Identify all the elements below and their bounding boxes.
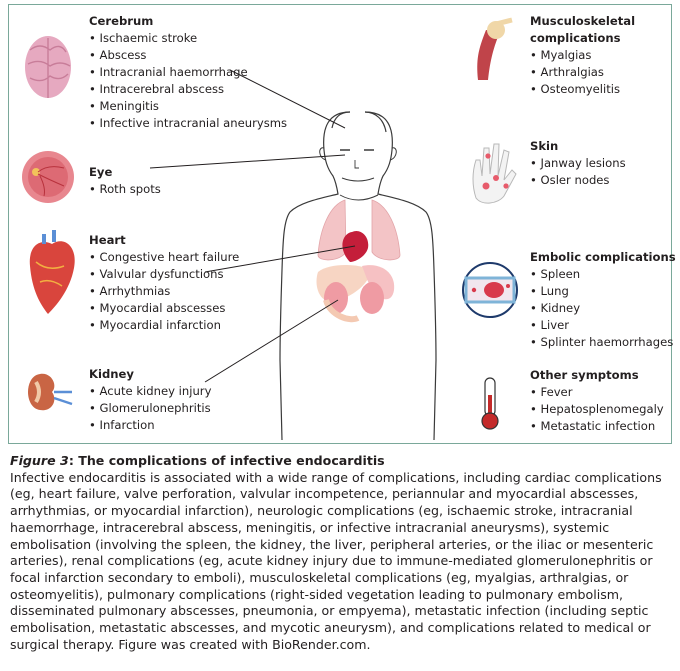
embolic-item: Liver: [530, 317, 676, 334]
skin-section: Skin Janway lesions Osler nodes: [530, 138, 626, 189]
skin-item: Osler nodes: [530, 172, 626, 189]
eye-section: Eye Roth spots: [89, 164, 161, 198]
hand-skin-icon: [472, 143, 517, 204]
heart-section: Heart Congestive heart failure Valvular …: [89, 232, 239, 334]
embolic-section: Embolic complications Spleen Lung Kidney…: [530, 249, 676, 351]
embolic-item: Lung: [530, 283, 676, 300]
other-symptoms-section: Other symptoms Fever Hepatosplenomegaly …: [530, 367, 664, 435]
heart-item: Congestive heart failure: [89, 249, 240, 266]
cerebrum-title: Cerebrum: [89, 14, 154, 28]
heart-item: Myocardial abscesses: [89, 300, 239, 317]
human-body-figure: [279, 111, 437, 441]
embolic-item: Kidney: [530, 300, 676, 317]
musculoskeletal-title-line2: complications: [530, 31, 621, 45]
eye-title: Eye: [89, 165, 113, 179]
heart-icon: [29, 230, 75, 314]
cerebrum-item: Ischaemic stroke: [89, 30, 287, 47]
cerebrum-item: Intracerebral abscess: [89, 81, 287, 98]
musculoskeletal-title-line1: Musculoskeletal: [530, 14, 636, 28]
caption-figure-label: Figure 3: [10, 453, 69, 468]
brain-icon: [25, 36, 71, 98]
figure-frame: [8, 4, 672, 444]
other-symptoms-item: Metastatic infection: [530, 418, 664, 435]
musculoskeletal-item: Arthralgias: [530, 64, 635, 81]
cerebrum-item: Meningitis: [89, 98, 287, 115]
cerebrum-section: Cerebrum Ischaemic stroke Abscess Intrac…: [89, 13, 287, 132]
heart-item: Myocardial infarction: [89, 317, 239, 334]
embolic-item: Spleen: [530, 266, 676, 283]
eye-item: Roth spots: [89, 181, 161, 198]
caption-title: Figure 3: The complications of infective…: [10, 453, 672, 470]
kidney-item: Infarction: [89, 417, 211, 434]
skin-title: Skin: [530, 139, 559, 153]
other-symptoms-title: Other symptoms: [530, 368, 639, 382]
other-symptoms-item: Fever: [530, 384, 664, 401]
heart-item: Valvular dysfunctions: [89, 266, 239, 283]
kidney-item: Acute kidney injury: [89, 383, 212, 400]
embolic-item: Splinter haemorrhages: [530, 334, 676, 351]
musculoskeletal-item: Osteomyelitis: [530, 81, 635, 98]
cerebrum-item: Infective intracranial aneurysms: [89, 115, 288, 132]
kidney-section: Kidney Acute kidney injury Glomeruloneph…: [89, 366, 211, 434]
caption-body: Infective endocarditis is associated wit…: [10, 469, 662, 652]
heart-item: Arrhythmias: [89, 283, 239, 300]
kidney-icon: [28, 373, 73, 411]
figure-illustration: [22, 17, 518, 441]
other-symptoms-item: Hepatosplenomegaly: [530, 401, 664, 418]
shoulder-muscle-icon: [477, 17, 513, 80]
cerebrum-item: Intracranial haemorrhage: [89, 64, 287, 81]
kidney-item: Glomerulonephritis: [89, 400, 211, 417]
blood-vessel-embolus-icon: [462, 262, 518, 318]
figure-caption: Figure 3: The complications of infective…: [10, 453, 672, 653]
kidney-title: Kidney: [89, 367, 134, 381]
skin-item: Janway lesions: [530, 155, 626, 172]
cerebrum-item: Abscess: [89, 47, 287, 64]
caption-title-text: : The complications of infective endocar…: [68, 453, 385, 468]
musculoskeletal-item: Myalgias: [530, 47, 635, 64]
embolic-title: Embolic complications: [530, 250, 676, 264]
eye-icon: [22, 151, 74, 203]
musculoskeletal-section: Musculoskeletal complications Myalgias A…: [530, 13, 635, 98]
heart-title: Heart: [89, 233, 126, 247]
thermometer-icon: [481, 377, 499, 430]
